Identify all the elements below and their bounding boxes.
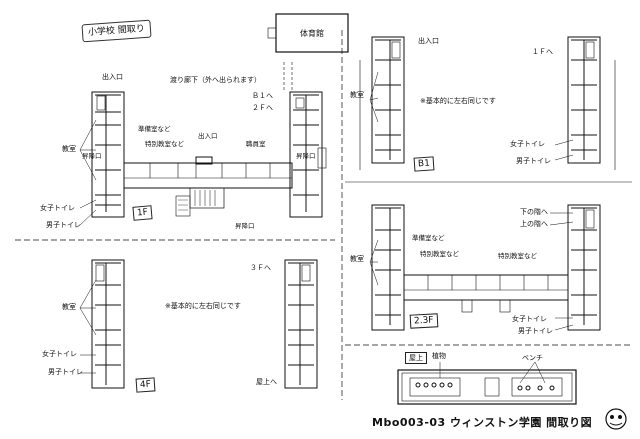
label-boys-toilet-4f: 男子トイレ [48,368,83,376]
floor-tag-b1: B1 [413,156,435,172]
label-stairs-bottom-1f: 昇降口 [235,222,255,230]
floor-tag-1f: 1F [132,205,153,221]
label-gym: 体育館 [300,29,324,38]
plan-2f-3f [371,204,601,331]
label-to-b1: Ｂ１へ [252,92,273,100]
plan-4f [91,259,318,389]
label-stairs-left-1f: 昇降口 [82,152,102,160]
plan-b1 [359,36,616,170]
corner-stamp-icon [605,408,627,430]
label-to-3f: ３Ｆへ [250,264,271,272]
label-entrance-center-1f: 出入口 [198,132,218,140]
label-corridor-note: 渡り廊下（外へ出られます） [170,76,261,84]
floor-tag-23f: 2.3F [409,313,438,329]
label-classroom-4f: 教室 [62,303,76,311]
label-girls-toilet-b1: 女子トイレ [510,140,545,148]
label-boys-toilet-23f: 男子トイレ [518,327,553,335]
floor-tag-4f: 4F [135,377,156,393]
label-girls-toilet-4f: 女子トイレ [42,350,77,358]
floor-tag-roof: 屋上 [405,352,427,364]
label-girls-toilet-23f: 女子トイレ [512,315,547,323]
label-prep-room-23f: 準備室など [412,234,445,242]
plan-1f [91,13,349,218]
label-boys-toilet-1f: 男子トイレ [46,221,81,229]
label-entrance-1f: 出入口 [102,73,123,81]
leader-lines [79,71,574,384]
note-same-b1: ※基本的に左右同じです [420,97,496,105]
label-girls-toilet-1f: 女子トイレ [40,204,75,212]
label-to-down: 下の階へ [520,208,548,216]
label-entrance-b1: 出入口 [418,37,439,45]
label-special-room-1f: 特別教室など [145,140,184,148]
plan-roof [397,369,577,405]
label-special-room-23f-left: 特別教室など [420,250,459,258]
label-stairs-right-1f: 昇降口 [296,152,316,160]
note-same-4f: ※基本的に左右同じです [165,302,241,310]
label-to-1f: １Ｆへ [532,48,553,56]
label-classroom-1f: 教室 [62,145,76,153]
label-bench: ベンチ [522,354,543,362]
label-plants: 植物 [432,352,446,360]
label-to-2f: ２Ｆへ [252,104,273,112]
label-to-roof: 屋上へ [256,378,277,386]
label-boys-toilet-b1: 男子トイレ [516,157,551,165]
label-classroom-23f: 教室 [350,255,364,263]
label-to-up: 上の階へ [520,220,548,228]
label-classroom-b1: 教室 [350,91,364,99]
label-staff-room-1f: 職員室 [246,140,266,148]
sheet-footer: Mbo003-03 ウィンストン学園 間取り図 [372,416,593,429]
label-prep-room-1f: 準備室など [138,125,171,133]
label-special-room-23f-right: 特別教室など [498,252,537,260]
